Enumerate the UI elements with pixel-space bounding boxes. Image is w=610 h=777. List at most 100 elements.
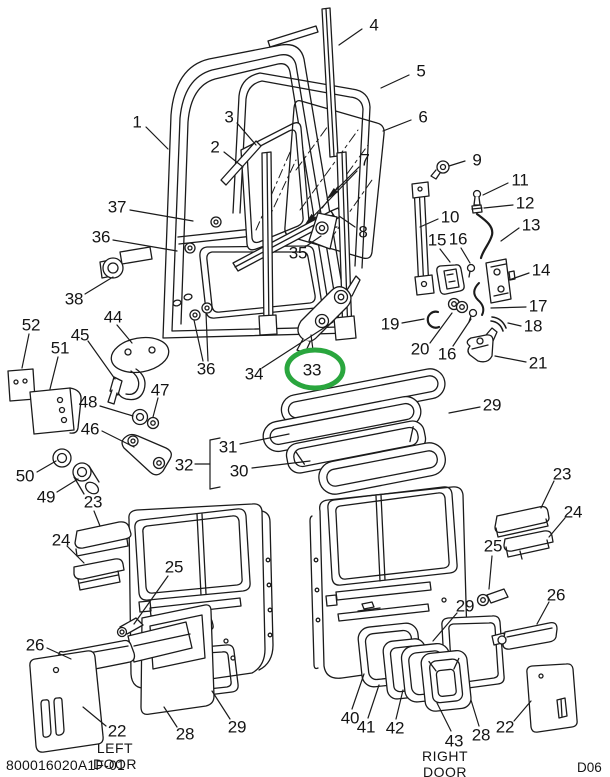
callout-12: 12 <box>515 193 535 213</box>
callout-22: 22 <box>107 721 127 741</box>
right-door <box>309 486 578 733</box>
callout-49: 49 <box>36 487 56 507</box>
right-door-label: RIGHT DOOR <box>421 748 469 777</box>
callout-38: 38 <box>64 289 84 309</box>
leader-line-36 <box>193 319 204 362</box>
latch-hardware <box>411 160 516 363</box>
callout-46: 46 <box>80 419 100 439</box>
leader-line-24 <box>66 545 85 564</box>
leader-line-19 <box>401 318 425 324</box>
callout-25: 25 <box>483 536 503 556</box>
leader-line-41 <box>367 684 380 719</box>
leader-line-29 <box>211 690 231 720</box>
callout-45: 45 <box>70 325 90 345</box>
callout-29: 29 <box>455 596 475 616</box>
callout-20: 20 <box>410 339 430 359</box>
leader-line-31 <box>239 433 290 445</box>
leader-line-36 <box>205 312 209 362</box>
leader-line-32 <box>209 486 221 490</box>
callout-23: 23 <box>552 464 572 484</box>
leader-line-25 <box>133 575 169 625</box>
leader-line-20 <box>429 312 453 344</box>
hinge-38 <box>99 246 153 279</box>
seal-stack <box>262 368 446 495</box>
callout-25: 25 <box>164 557 184 577</box>
callout-30: 30 <box>229 461 249 481</box>
callout-36: 36 <box>91 227 111 247</box>
leader-line-13 <box>500 227 520 242</box>
leader-line-15 <box>439 248 451 263</box>
callout-7: 7 <box>360 150 370 170</box>
callout-8: 8 <box>358 222 368 242</box>
leader-line-6 <box>382 119 412 132</box>
left-door <box>29 503 274 753</box>
callout-5: 5 <box>416 61 426 81</box>
callout-40: 40 <box>340 708 360 728</box>
callout-16: 16 <box>448 229 468 249</box>
leader-lines <box>21 28 566 732</box>
leader-line-26 <box>46 647 72 660</box>
callout-9: 9 <box>472 150 482 170</box>
leader-line-46 <box>101 430 135 448</box>
leader-line-24 <box>548 517 566 538</box>
window-channel-5 <box>232 72 371 269</box>
callout-41: 41 <box>356 717 376 737</box>
leader-line-29 <box>448 406 481 414</box>
check-strap-44-45 <box>107 336 170 405</box>
leader-line-42 <box>395 689 404 720</box>
leader-line-10 <box>419 218 439 228</box>
callout-16: 16 <box>437 344 457 364</box>
callout-44: 44 <box>103 307 123 327</box>
callout-29: 29 <box>227 717 247 737</box>
leader-line-7 <box>333 166 360 193</box>
callout-32: 32 <box>174 455 194 475</box>
leader-line-45 <box>87 340 116 380</box>
leader-line-1 <box>145 126 169 150</box>
leader-line-7 <box>311 170 358 218</box>
callout-2: 2 <box>210 137 220 157</box>
callout-17: 17 <box>528 296 548 316</box>
callout-28: 28 <box>175 724 195 744</box>
vent-window <box>220 122 310 251</box>
highlight-ellipse-33 <box>284 347 346 391</box>
leader-line-37 <box>129 209 194 222</box>
leader-line-35 <box>304 235 322 248</box>
leader-line-4 <box>338 28 363 46</box>
callout-26: 26 <box>25 635 45 655</box>
callout-3: 3 <box>224 107 234 127</box>
leader-line-34 <box>261 321 334 369</box>
leader-line-14 <box>508 272 530 281</box>
leader-line-33 <box>310 334 314 351</box>
callout-1: 1 <box>132 112 142 132</box>
leader-line-49 <box>56 478 79 493</box>
leader-line-26 <box>536 601 550 625</box>
callout-24: 24 <box>563 502 583 522</box>
callout-42: 42 <box>385 718 405 738</box>
callout-37: 37 <box>107 197 127 217</box>
leader-line-48 <box>99 405 134 417</box>
callout-24: 24 <box>51 530 71 550</box>
callout-4: 4 <box>369 15 379 35</box>
callout-31: 31 <box>218 437 238 457</box>
callout-18: 18 <box>523 316 543 336</box>
callout-52: 52 <box>21 315 41 335</box>
leader-line-28 <box>163 706 178 728</box>
leader-line-43 <box>436 702 452 732</box>
leader-line-2 <box>223 151 244 168</box>
callout-50: 50 <box>15 466 35 486</box>
drawing-number: 800016020A1F-01 <box>6 757 125 773</box>
callout-21: 21 <box>528 353 548 373</box>
leader-line-5 <box>380 74 410 89</box>
leader-line-47 <box>152 397 159 418</box>
leader-line-50 <box>36 460 57 473</box>
regulator-arm <box>296 275 361 354</box>
leader-line-23 <box>93 510 101 527</box>
leader-line-16 <box>460 247 471 264</box>
leader-line-22 <box>82 706 107 727</box>
callout-15: 15 <box>427 230 447 250</box>
leader-line-25 <box>488 555 493 590</box>
leader-line-32 <box>209 437 221 441</box>
sheet-code: D06 <box>577 760 602 775</box>
